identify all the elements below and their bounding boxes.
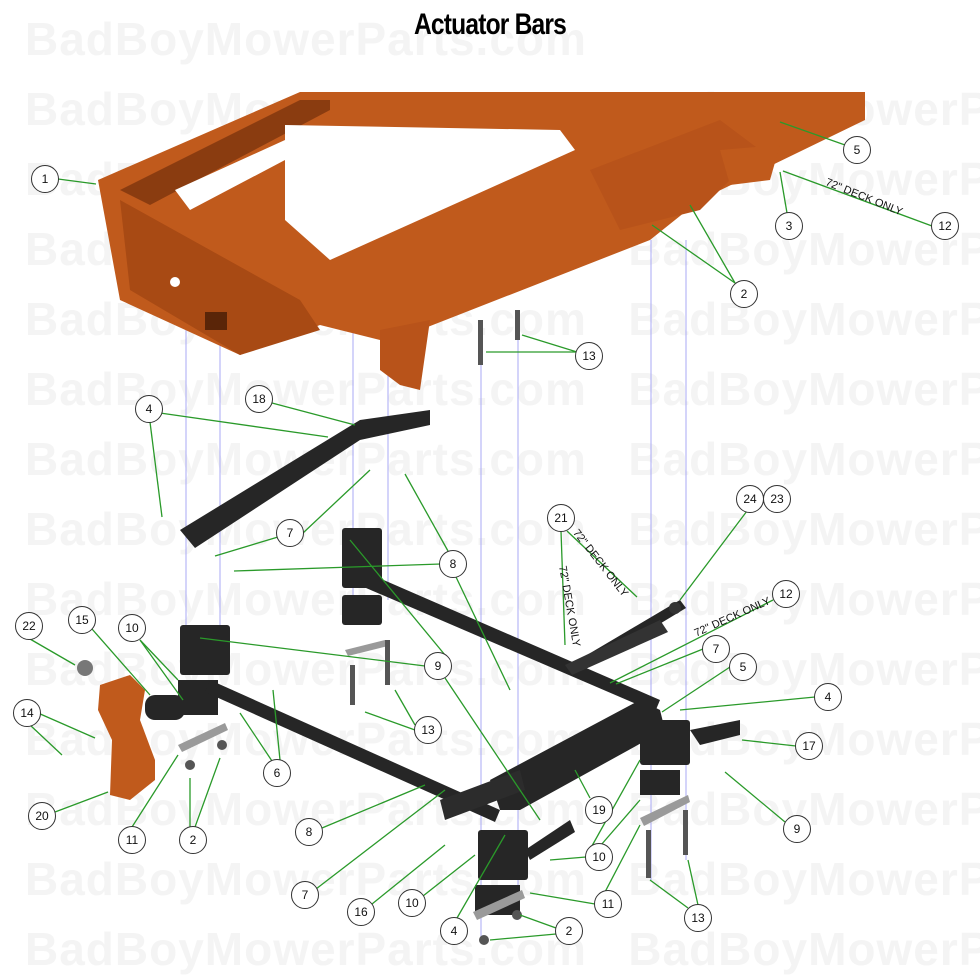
callout-11: 11: [118, 826, 146, 854]
callout-13: 13: [414, 716, 442, 744]
callout-9: 9: [424, 652, 452, 680]
callout-12: 12: [772, 580, 800, 608]
rod-end: [669, 602, 681, 614]
leader-lines: [29, 121, 933, 941]
callout-7: 7: [702, 635, 730, 663]
callout-5: 5: [729, 653, 757, 681]
callout-2: 2: [179, 826, 207, 854]
watermark: BadBoyMowerParts.com BadBoyMowerParts.co…: [25, 363, 980, 415]
callout-3: 3: [775, 212, 803, 240]
callout-21: 21: [547, 504, 575, 532]
tube-bar: [440, 770, 525, 820]
page-title: Actuator Bars: [413, 8, 567, 41]
rod-part-24: [565, 620, 668, 675]
callout-7: 7: [276, 519, 304, 547]
callout-22: 22: [15, 612, 43, 640]
watermark: BadBoyMowerParts.com BadBoyMowerParts.co…: [25, 923, 980, 975]
watermark: BadBoyMowerParts.com BadBoyMowerParts.co…: [25, 293, 980, 345]
callout-7: 7: [291, 881, 319, 909]
callout-12: 12: [931, 212, 959, 240]
callout-2: 2: [555, 917, 583, 945]
callout-11: 11: [594, 890, 622, 918]
callout-10: 10: [585, 843, 613, 871]
callout-9: 9: [783, 815, 811, 843]
callout-17: 17: [795, 732, 823, 760]
watermark: BadBoyMowerParts.com: [25, 13, 587, 65]
callout-8: 8: [439, 550, 467, 578]
callout-16: 16: [347, 898, 375, 926]
callout-24: 24: [736, 485, 764, 513]
callout-10: 10: [398, 889, 426, 917]
callout-8: 8: [295, 818, 323, 846]
watermark: BadBoyMowerParts.com BadBoyMowerParts.co…: [25, 573, 980, 625]
callout-23: 23: [763, 485, 791, 513]
bracket-part-20: [98, 675, 155, 800]
callout-20: 20: [28, 802, 56, 830]
callout-4: 4: [814, 683, 842, 711]
callout-4: 4: [135, 395, 163, 423]
callout-19: 19: [585, 796, 613, 824]
plates: [178, 640, 690, 920]
knob-part-22: [77, 660, 93, 676]
callout-6: 6: [263, 759, 291, 787]
callout-1: 1: [31, 165, 59, 193]
callout-15: 15: [68, 606, 96, 634]
watermark: BadBoyMowerParts.com BadBoyMowerParts.co…: [25, 503, 980, 555]
callout-13: 13: [684, 904, 712, 932]
callout-4: 4: [440, 917, 468, 945]
callout-10: 10: [118, 614, 146, 642]
callout-18: 18: [245, 385, 273, 413]
callout-13: 13: [575, 342, 603, 370]
mower-frame: [98, 92, 865, 390]
callout-14: 14: [13, 699, 41, 727]
callout-2: 2: [730, 280, 758, 308]
callout-5: 5: [843, 136, 871, 164]
bolts: [185, 310, 688, 945]
